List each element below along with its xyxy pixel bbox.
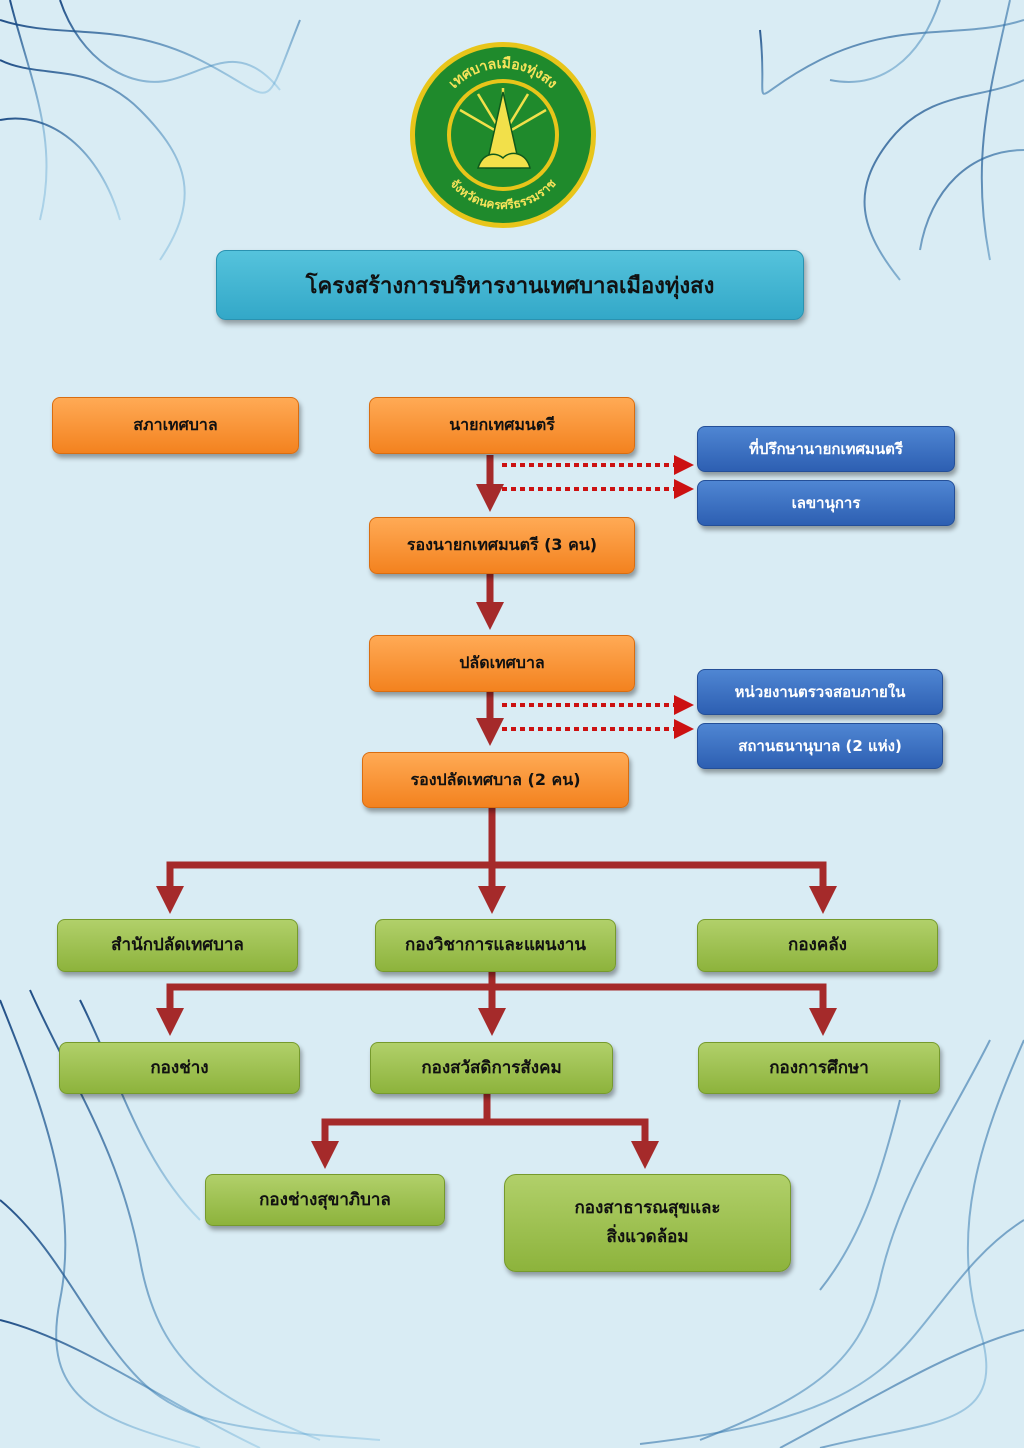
node-mayor-advisor: ที่ปรึกษานายกเทศมนตรี	[697, 426, 955, 472]
node-social-welfare: กองสวัสดิการสังคม	[370, 1042, 613, 1094]
node-clerk-office: สำนักปลัดเทศบาล	[57, 919, 298, 972]
connector-row2-1	[156, 983, 492, 1036]
node-mayor: นายกเทศมนตรี	[369, 397, 635, 454]
connector-row3-1	[311, 1118, 487, 1169]
municipality-seal: เทศบาลเมืองทุ่งสง จังหวัดนครศรีธรรมราช	[410, 42, 596, 228]
chart-title: โครงสร้างการบริหารงานเทศบาลเมืองทุ่งสง	[216, 250, 804, 320]
node-sanitation-engineering: กองช่างสุขาภิบาล	[205, 1174, 445, 1226]
node-clerk: ปลัดเทศบาล	[369, 635, 635, 692]
node-council: สภาเทศบาล	[52, 397, 299, 454]
node-deputy-mayor: รองนายกเทศมนตรี (3 คน)	[369, 517, 635, 574]
node-treasury: กองคลัง	[697, 919, 938, 972]
node-education: กองการศึกษา	[698, 1042, 940, 1094]
node-pawnshop: สถานธนานุบาล (2 แห่ง)	[697, 723, 943, 769]
node-academic-planning: กองวิชาการและแผนงาน	[375, 919, 616, 972]
connector-branch-3	[492, 861, 837, 914]
node-public-health-line2: สิ่งแวดล้อม	[606, 1227, 689, 1247]
node-public-health-line1: กองสาธารณสุขและ	[574, 1198, 721, 1219]
connector-row2-3	[492, 983, 837, 1036]
connector-row3-2	[487, 1118, 659, 1169]
node-public-health: กองสาธารณสุขและ สิ่งแวดล้อม	[504, 1174, 791, 1272]
node-deputy-clerk: รองปลัดเทศบาล (2 คน)	[362, 752, 629, 808]
node-secretary: เลขานุการ	[697, 480, 955, 526]
node-internal-audit: หน่วยงานตรวจสอบภายใน	[697, 669, 943, 715]
connector-branch-1	[156, 861, 492, 914]
node-engineering: กองช่าง	[59, 1042, 300, 1094]
